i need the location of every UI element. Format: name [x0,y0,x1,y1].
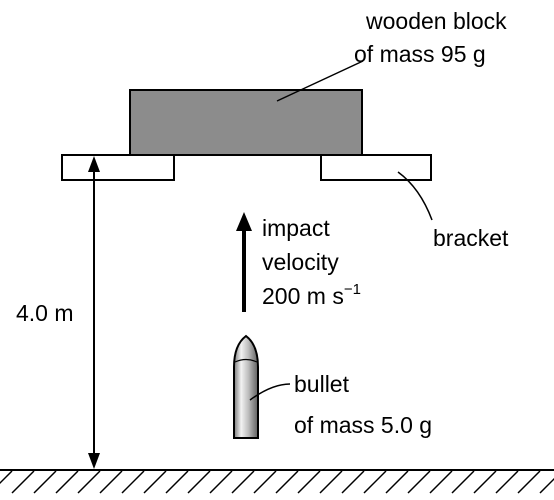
hatch-line [143,470,167,494]
hatch-line [77,470,101,494]
hatch-line [231,470,255,494]
hatch-line [385,470,409,494]
bracket-leader-line [397,171,433,221]
hatch-line [539,477,554,494]
bullet-label-line1: bullet [294,371,350,397]
impact-speed-value: 200 m s [262,283,344,309]
hatch-line [495,470,519,494]
impact-speed-exponent: −1 [344,281,361,298]
hatch-line [275,470,299,494]
bracket-label: bracket [433,225,509,251]
hatch-line [517,470,541,494]
bracket-right [320,154,432,181]
hatch-line [33,470,57,494]
hatch-line [473,470,497,494]
hatch-line [253,470,277,494]
hatch-line [319,470,343,494]
hatch-line [121,470,145,494]
hatch-line [11,470,35,494]
hatch-line [99,470,123,494]
hatch-line [165,470,189,494]
hatch-line [0,470,13,485]
ground-hatching [0,470,554,494]
impact-label-line2: velocity [262,249,339,275]
height-dimension-arrow [88,156,100,469]
ground [0,469,554,494]
wooden-block-label-line1: wooden block [365,8,507,34]
impact-label-line1: impact [262,215,330,241]
impact-speed-label: 200 m s−1 [262,281,361,309]
bullet [233,334,259,439]
bullet-leader-line [249,383,291,401]
bracket-left [61,154,175,181]
hatch-line [429,470,453,494]
hatch-line [297,470,321,494]
hatch-line [209,470,233,494]
height-label: 4.0 m [16,300,74,326]
hatch-line [363,470,387,494]
wooden-block [129,89,363,156]
hatch-line [341,470,365,494]
wooden-block-leader-line [276,60,364,102]
bullet-label-line2: of mass 5.0 g [294,412,432,438]
hatch-line [407,470,431,494]
hatch-line [187,470,211,494]
wooden-block-label-line2: of mass 95 g [354,41,486,67]
hatch-line [55,470,79,494]
velocity-arrow [236,212,252,312]
hatch-line [451,470,475,494]
